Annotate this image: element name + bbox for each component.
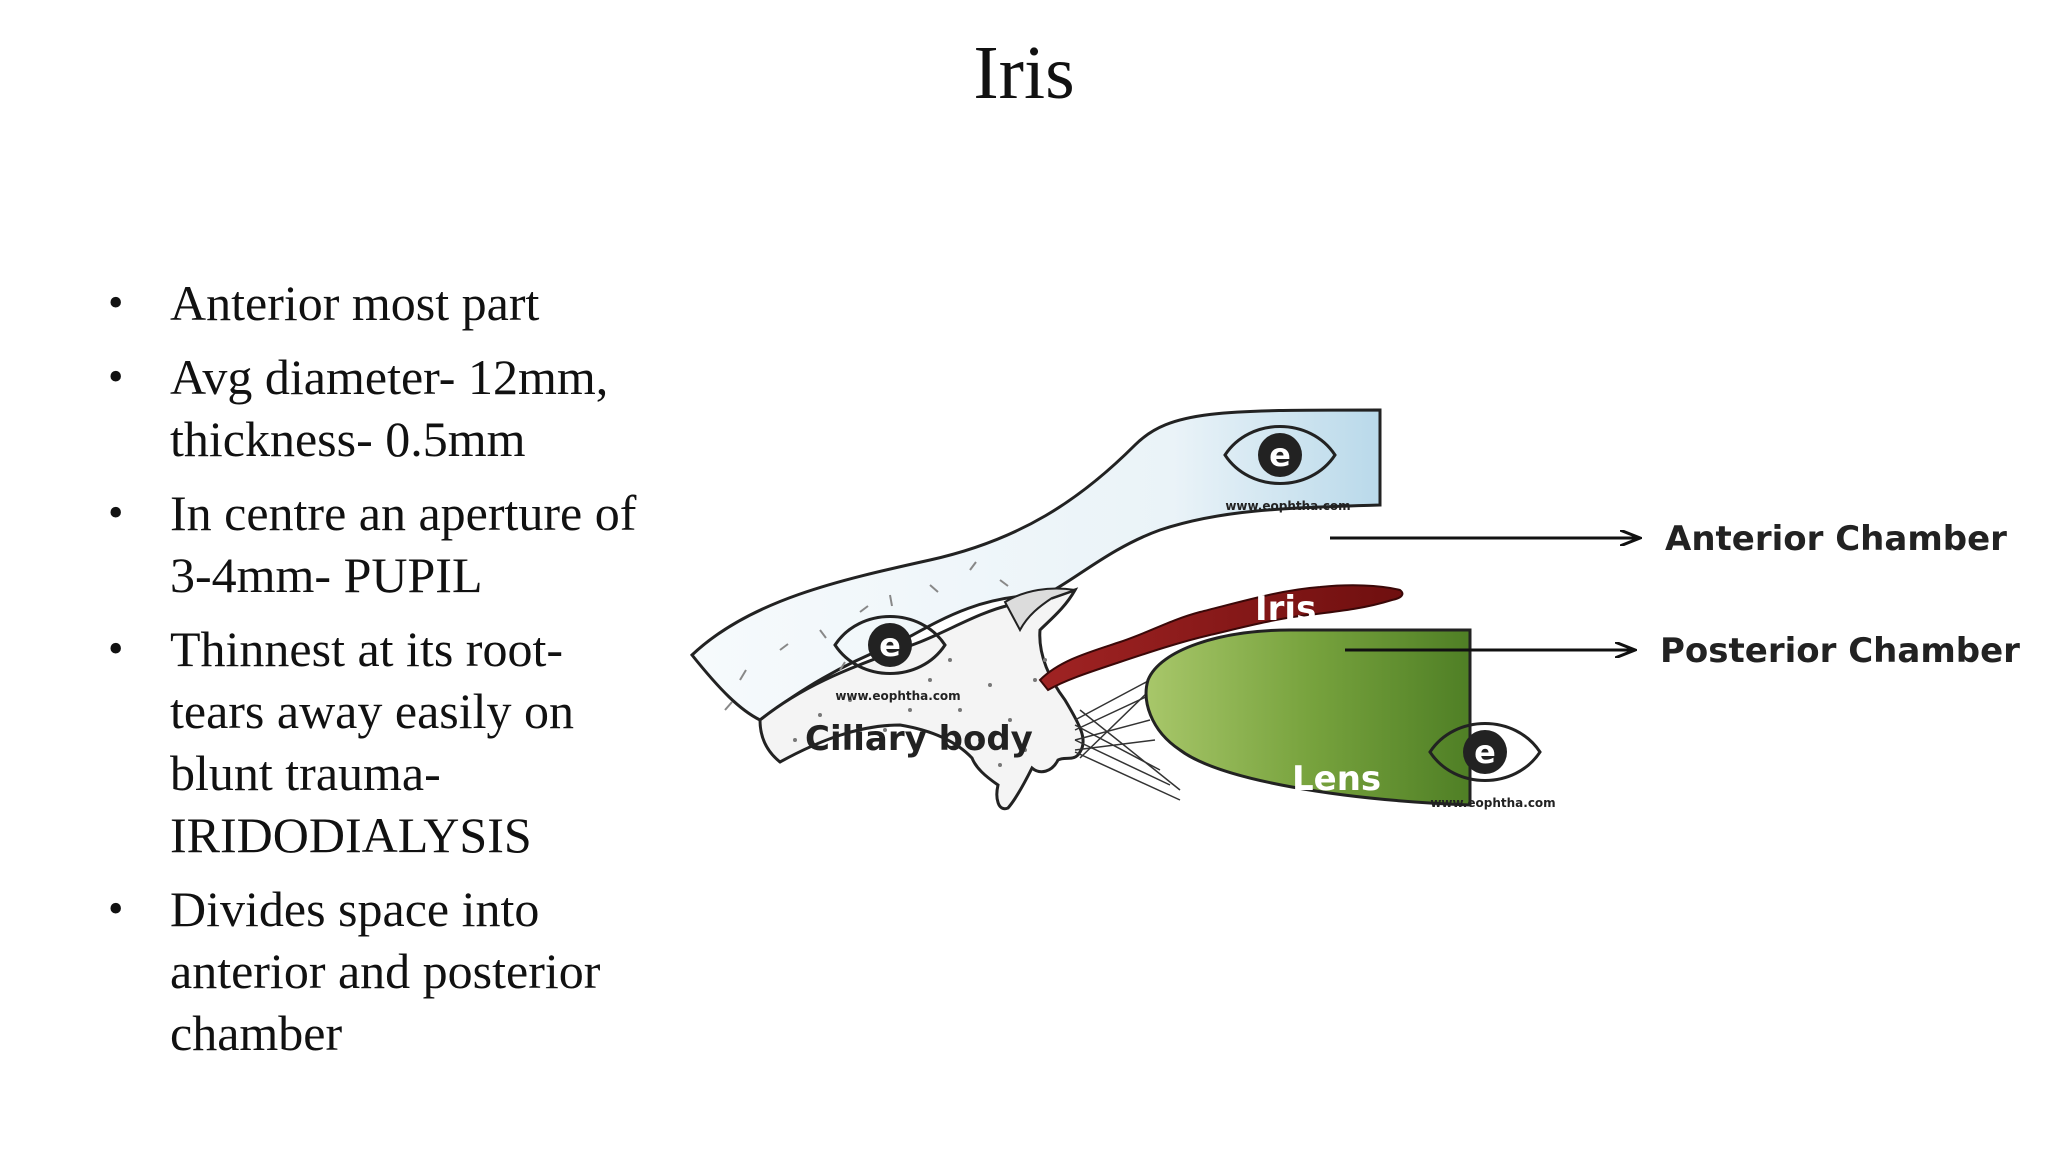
ciliary-body-shape [758, 587, 1085, 811]
posterior-chamber-label: Posterior Chamber [1660, 631, 2020, 671]
bullet-list: Anterior most part Avg diameter- 12mm, t… [100, 272, 680, 1076]
watermark-logo: e www.eophtha.com [833, 615, 961, 703]
bullet-item: Thinnest at its root- tears away easily … [100, 618, 680, 866]
ciliary-texture [793, 658, 1047, 767]
iris-label: Iris [1255, 589, 1316, 629]
watermark-logo: e www.eophtha.com [1428, 722, 1556, 810]
watermark-text: www.eophtha.com [835, 689, 960, 703]
iris-shape [1038, 584, 1404, 692]
lens-shape [1144, 628, 1472, 807]
cornea-shape [689, 408, 1382, 722]
watermark-text: www.eophtha.com [1225, 499, 1350, 513]
watermark-logo-letter: e [1474, 733, 1496, 771]
iris-diagram: e www.eophtha.com e www.eophtha.com e ww… [689, 408, 2020, 811]
bullet-item: In centre an aperture of 3-4mm- PUPIL [100, 482, 680, 606]
anterior-chamber-label: Anterior Chamber [1665, 519, 2007, 559]
sclera-texture [724, 561, 1009, 711]
bullet-item: Anterior most part [100, 272, 680, 334]
slide-title: Iris [973, 31, 1075, 115]
watermark-logo-letter: e [879, 626, 901, 664]
watermark-logo: e www.eophtha.com [1223, 425, 1351, 513]
scleral-spur [1003, 587, 1076, 633]
bullet-item: Divides space into anterior and posterio… [100, 878, 680, 1064]
zonule-fibres [1074, 679, 1181, 801]
lens-label: Lens [1292, 759, 1381, 799]
watermark-logo-letter: e [1269, 436, 1291, 474]
watermark-text: www.eophtha.com [1430, 796, 1555, 810]
bullet-item: Avg diameter- 12mm, thickness- 0.5mm [100, 346, 680, 470]
ciliary-body-label: Ciliary body [805, 719, 1033, 759]
